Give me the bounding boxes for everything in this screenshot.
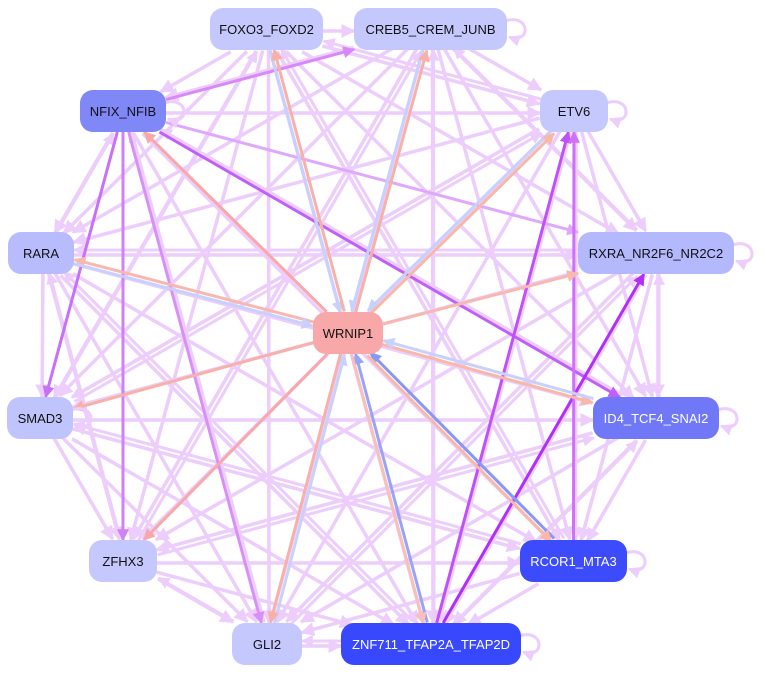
edge [71,437,395,627]
edge [128,130,266,623]
edge-nfix_nfib-to-creb5_crem_junb [165,46,356,101]
edge-rcor1_mta3-to-wrnip1 [369,351,556,540]
node-zfhx3[interactable]: ZFHX3 [89,540,157,582]
edge-creb5_crem_junb-to-wrnip1 [348,49,425,313]
edge-wrnip1-to-smad3 [71,341,314,412]
edge [157,576,235,623]
edge [288,275,639,627]
edge-wrnip1-to-foxo3_foxd2 [271,48,346,312]
edge-wrnip1-to-nfix_nfib [143,130,328,314]
edge [436,49,574,541]
edge-rara-to-wrnip1 [73,262,314,329]
node-nfix-nfib[interactable]: NFIX_NFIB [80,90,166,132]
edge-id4_tcf4_snai2-to-wrnip1 [382,337,594,401]
edge [70,127,540,399]
node-rara[interactable]: RARA [8,232,74,274]
edge [52,437,115,541]
edge-wrnip1-to-creb5_crem_junb [354,49,430,313]
edge [159,128,622,396]
node-label: FOXO3_FOXD2 [219,21,314,37]
node-label: ETV6 [557,103,591,119]
node-wrnip1[interactable]: WRNIP1 [313,312,383,354]
edge-foxo3_foxd2-to-wrnip1 [268,50,344,314]
edge-znf711_tfap2a_tfap2d-to-wrnip1 [352,352,429,623]
edge [164,45,354,102]
edge-nfix_nfib-to-id4_tcf4_snai2 [158,130,621,399]
edge [54,132,115,235]
node-foxo3-foxd2[interactable]: FOXO3_FOXD2 [210,8,323,50]
edge [300,571,520,637]
node-label: ZNF711_TFAP2A_TFAP2D [352,636,510,652]
edge-znf711_tfap2a_tfap2d-to-rxra_nr2f6_nr2c2 [441,272,646,624]
edge-wrnip1-to-rara [73,256,314,324]
edge [72,272,538,544]
node-label: ZFHX3 [102,553,144,569]
edge [159,50,232,94]
node-znf711-tfap2a-tfap2d[interactable]: ZNF711_TFAP2A_TFAP2D [341,623,521,665]
edge-wrnip1-to-etv6 [369,132,556,315]
edge [73,131,543,403]
node-id4-tcf4-snai2[interactable]: ID4_TCF4_SNAI2 [593,397,719,439]
self-loop-id4_tcf4_snai2 [716,407,739,436]
node-label: RXRA_NR2F6_NR2C2 [588,245,724,261]
edge-wrnip1-to-rxra_nr2f6_nr2c2 [382,270,580,326]
edge [72,420,522,546]
node-label: ID4_TCF4_SNAI2 [603,410,709,426]
edge [154,270,620,542]
edge-wrnip1-to-zfhx3 [142,352,329,542]
edge-nfix_nfib-to-gli2 [127,131,265,625]
self-loop-nfix_nfib [163,100,186,129]
edge [466,582,540,627]
edge [467,46,543,92]
edge [585,439,648,543]
edge [586,130,648,233]
edge [35,274,50,399]
edge [299,435,620,624]
self-loop-rxra_nr2f6_nr2c2 [731,242,754,271]
self-loop-creb5_crem_junb [504,18,527,47]
node-rxra-nr2f6-nr2c2[interactable]: RXRA_NR2F6_NR2C2 [578,232,734,274]
node-creb5-crem-junb[interactable]: CREB5_CREM_JUNB [354,8,507,50]
edge-nfix_nfib-to-rxra_nr2f6_nr2c2 [165,121,580,236]
edge-wrnip1-to-gli2 [267,353,343,624]
edge [301,50,620,236]
edge [72,427,521,553]
edge-wrnip1-to-znf711_tfap2a_tfap2d [350,354,427,625]
edge-wrnip1-to-id4_tcf4_snai2 [382,343,594,406]
node-label: WRNIP1 [322,325,374,341]
edge-etv6-to-wrnip1 [366,129,553,312]
self-loop-rcor1_mta3 [624,550,647,579]
node-rcor1-mta3[interactable]: RCOR1_MTA3 [520,540,627,582]
node-label: GLI2 [252,636,282,652]
edge [155,431,593,554]
self-loop-smad3 [70,407,93,436]
node-label: SMAD3 [17,410,63,426]
node-label: RCOR1_MTA3 [530,553,617,569]
self-loop-etv6 [605,100,628,129]
edge [157,434,595,557]
edge-gli2-to-wrnip1 [272,353,348,624]
node-gli2[interactable]: GLI2 [232,623,302,665]
edge-wrnip1-to-rcor1_mta3 [366,354,553,543]
self-loop-znf711_tfap2a_tfap2d [518,633,541,662]
node-label: NFIX_NFIB [89,103,157,119]
node-label: RARA [22,245,60,261]
node-label: CREB5_CREM_JUNB [365,21,496,37]
node-etv6[interactable]: ETV6 [540,90,608,132]
node-smad3[interactable]: SMAD3 [7,397,73,439]
